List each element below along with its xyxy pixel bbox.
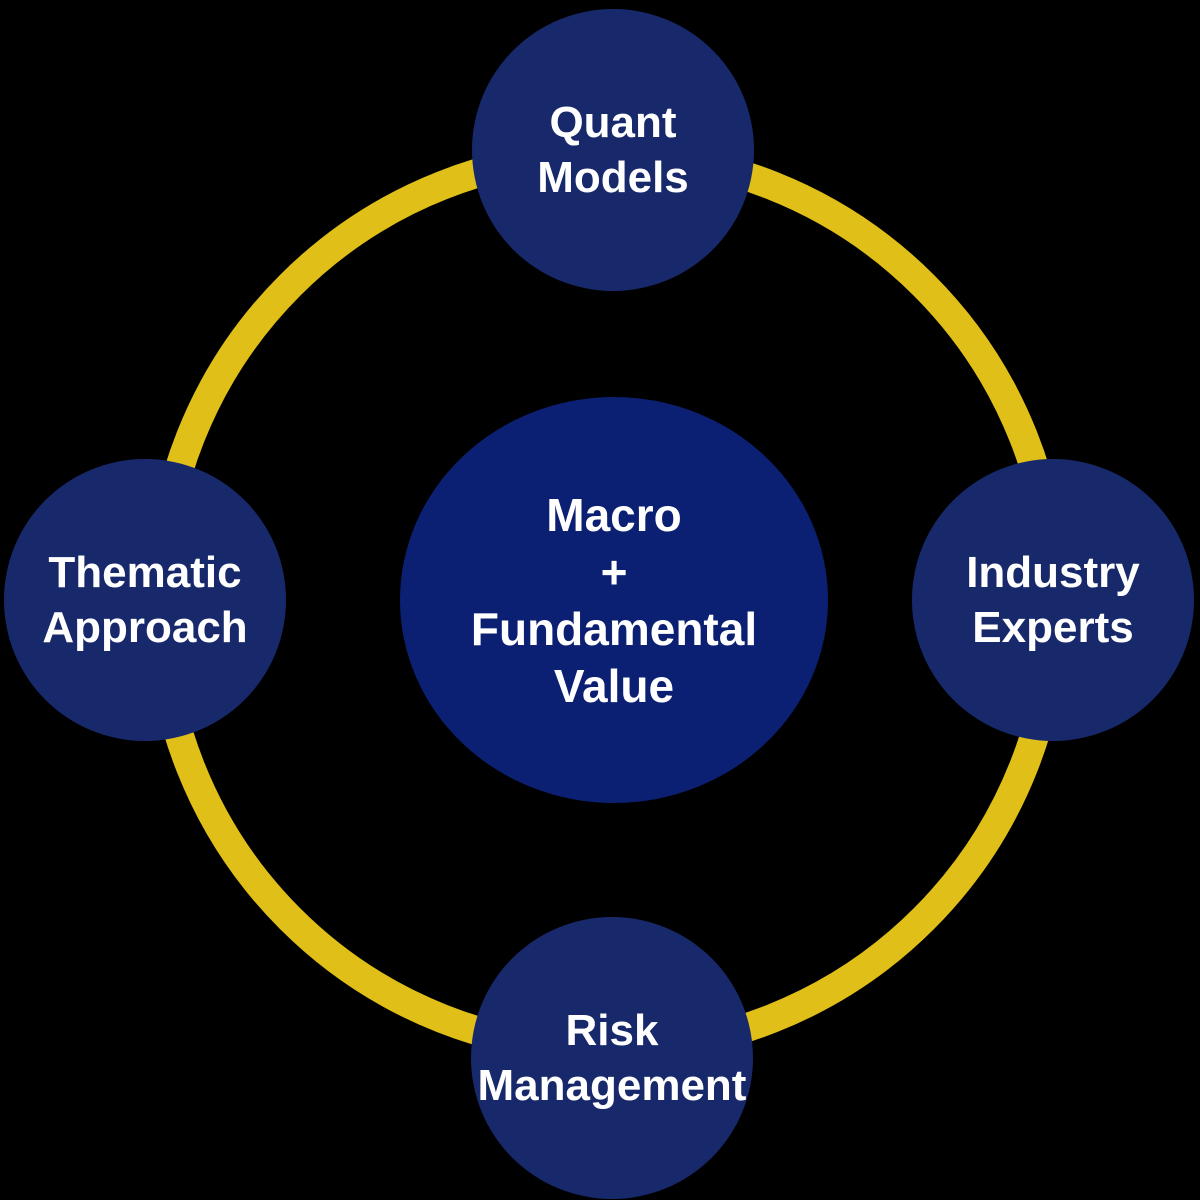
node-circle-center <box>400 397 828 803</box>
node-circle-industry-experts <box>912 459 1194 741</box>
node-circle-thematic-approach <box>4 459 286 741</box>
node-circle-risk-management <box>471 917 753 1199</box>
node-circle-quant-models <box>472 9 754 291</box>
